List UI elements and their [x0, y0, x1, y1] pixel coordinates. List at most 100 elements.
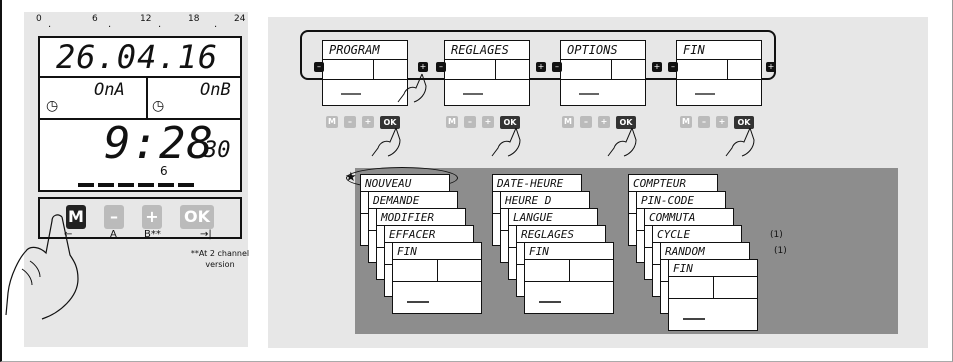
hand-pointer-icon	[397, 73, 427, 103]
minus-key[interactable]: –	[104, 205, 124, 229]
key-label-right: →|	[200, 229, 212, 240]
clock-icon: ◷	[46, 98, 59, 114]
scale-dot: ·	[214, 22, 218, 33]
program-bar-segment	[118, 183, 134, 187]
menu-label: REGLAGES	[451, 43, 509, 57]
mini-minus-key: –	[698, 116, 710, 128]
submenu-label: FIN	[673, 262, 693, 275]
submenu-label: LANGUE	[513, 211, 553, 224]
lcd-divider	[40, 76, 240, 78]
footnote-line: **At 2 channel	[190, 249, 250, 258]
footnote: **At 2 channel version	[180, 248, 260, 270]
submenu-label: FIN	[397, 245, 417, 258]
mini-plus-key: +	[598, 116, 610, 128]
submenu-card-fin: FIN	[524, 242, 614, 314]
submenu-label: NOUVEAU	[365, 177, 412, 190]
mini-m-key: M	[326, 116, 338, 128]
menu-label: PROGRAM	[329, 43, 380, 57]
plus-key[interactable]: +	[142, 205, 162, 229]
mini-minus-key: –	[464, 116, 476, 128]
mini-ok-key: OK	[616, 116, 636, 129]
channel-b-status: OnB	[200, 80, 231, 100]
submenu-label: HEURE D	[505, 194, 552, 207]
mini-ok-key: OK	[734, 116, 754, 129]
menu-screen-reglages: REGLAGES	[444, 40, 530, 106]
menu-label: FIN	[683, 43, 705, 57]
mini-m-key: M	[562, 116, 574, 128]
plus-icon: +	[418, 62, 428, 72]
lcd-time: 9:28	[104, 118, 214, 169]
lcd-seconds: 30	[204, 138, 231, 163]
mini-plus-key: +	[716, 116, 728, 128]
mini-ok-key: OK	[380, 116, 400, 129]
footnote-marker: (1)	[774, 246, 787, 256]
minus-icon: –	[668, 62, 678, 72]
hand-pointer-icon	[725, 127, 755, 157]
mini-plus-key: +	[482, 116, 494, 128]
lcd-divider	[146, 78, 148, 118]
scale-tick: 18	[188, 14, 200, 24]
hand-pointer-icon	[5, 214, 79, 320]
lcd-bar-label: 6	[160, 164, 168, 178]
submenu-label: COMMUTA	[649, 211, 696, 224]
mini-minus-key: –	[580, 116, 592, 128]
mini-m-key: M	[446, 116, 458, 128]
keypad: M – + OK ← A B** →|	[38, 197, 242, 240]
program-bar-segment	[178, 183, 194, 187]
submenu-label: CYCLE	[657, 228, 691, 241]
footnote-line: version	[205, 260, 235, 269]
mini-plus-key: +	[362, 116, 374, 128]
scale-tick: 12	[140, 14, 152, 24]
scale-dot: ·	[158, 22, 162, 33]
submenu-label: EFFACER	[389, 228, 436, 241]
star-icon: ★	[345, 170, 357, 185]
minus-icon: –	[314, 62, 324, 72]
hand-pointer-icon	[491, 127, 521, 157]
scale-dot: ·	[48, 22, 52, 33]
menu-loop	[300, 30, 776, 80]
menu-screen-program: PROGRAM	[322, 40, 408, 106]
submenu-label: DEMANDE	[373, 194, 420, 207]
menu-screen-fin: FIN	[676, 40, 762, 106]
program-bar-segment	[78, 183, 94, 187]
ok-key[interactable]: OK	[180, 205, 214, 229]
lcd-divider	[40, 118, 240, 120]
channel-a-status: OnA	[94, 80, 125, 100]
program-bar-segment	[158, 183, 174, 187]
plus-icon: +	[536, 62, 546, 72]
key-label-left: ←	[64, 229, 73, 240]
minus-icon: –	[552, 62, 562, 72]
mini-minus-key: –	[344, 116, 356, 128]
clock-icon: ◷	[152, 98, 165, 114]
footnote-marker: (1)	[770, 230, 783, 240]
submenu-label: PIN-CODE	[641, 194, 694, 207]
submenu-label: REGLAGES	[521, 228, 574, 241]
scale-tick: 6	[92, 14, 98, 24]
mini-ok-key: OK	[500, 116, 520, 129]
lcd-display: 26.04.16 OnA OnB ◷ ◷ 9:28 30 6	[38, 36, 242, 192]
plus-icon: +	[766, 62, 776, 72]
key-label-a: A	[110, 229, 117, 240]
scale-tick: 0	[36, 14, 42, 24]
mini-m-key: M	[680, 116, 692, 128]
hand-pointer-icon	[371, 127, 401, 157]
program-bar-segment	[98, 183, 114, 187]
submenu-label: FIN	[529, 245, 549, 258]
menu-screen-options: OPTIONS	[560, 40, 646, 106]
menu-label: OPTIONS	[567, 43, 618, 57]
minus-icon: –	[436, 62, 446, 72]
submenu-card-fin: FIN	[392, 242, 482, 314]
lcd-date: 26.04.16	[56, 38, 219, 76]
submenu-card-fin: FIN	[668, 259, 758, 331]
time-scale: 0 · 6 · 12 · 18 · 24	[36, 14, 246, 44]
submenu-label: DATE-HEURE	[497, 177, 564, 190]
m-key[interactable]: M	[66, 205, 86, 229]
submenu-label: RANDOM	[665, 245, 705, 258]
submenu-label: MODIFIER	[381, 211, 434, 224]
hand-pointer-icon	[607, 127, 637, 157]
scale-tick: 24	[234, 14, 246, 24]
submenu-label: COMPTEUR	[633, 177, 686, 190]
key-label-b: B**	[144, 229, 161, 240]
scale-dot: ·	[108, 22, 112, 33]
program-bar-segment	[138, 183, 154, 187]
